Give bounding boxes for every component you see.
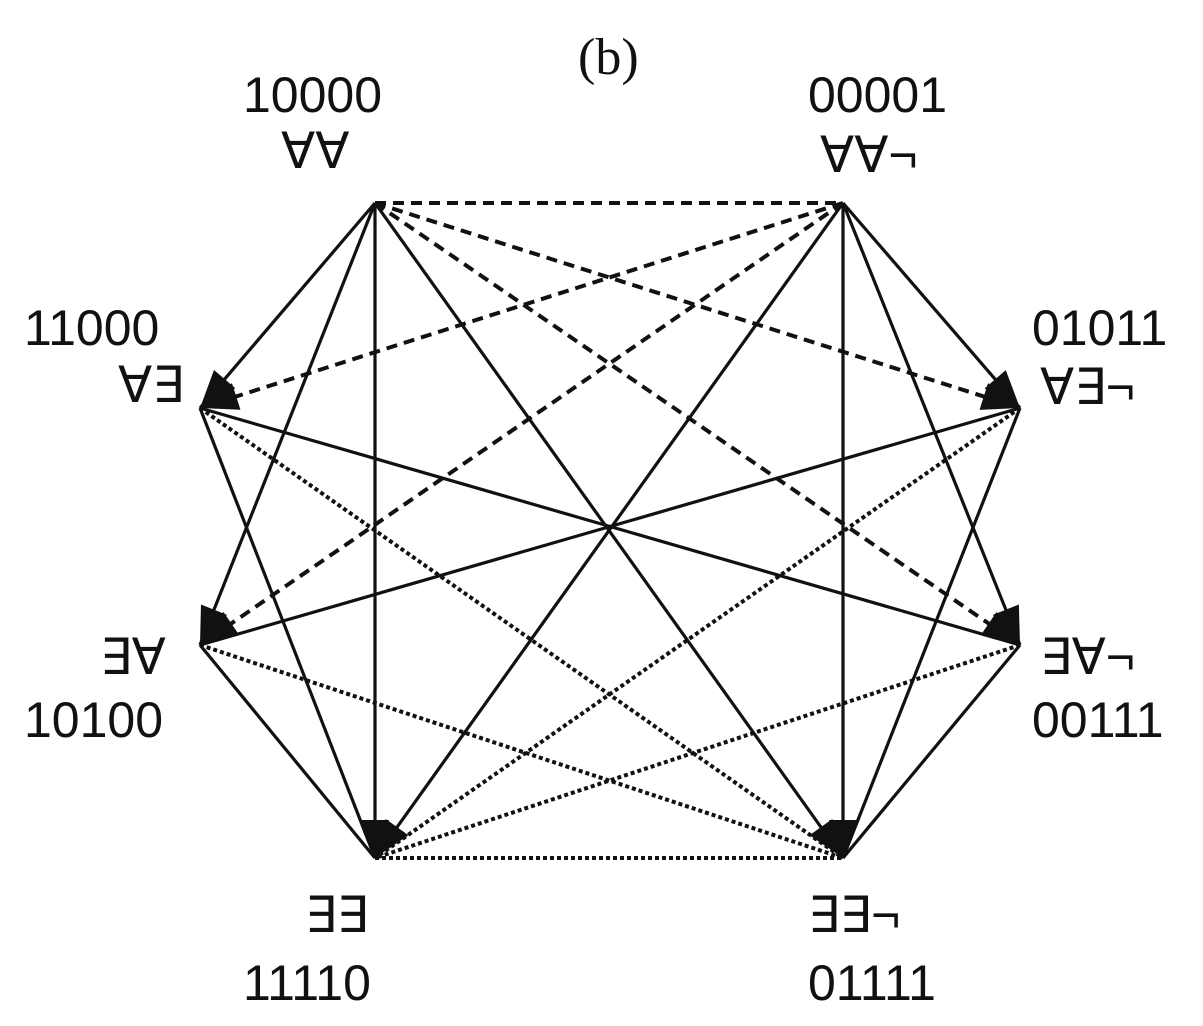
node-code-C: 11000 — [24, 300, 160, 356]
edge-solid-F-H — [841, 643, 1022, 860]
edge-dashed-A-F — [373, 201, 1022, 647]
edge-solid-A-H — [373, 202, 845, 859]
edge-solid-B-D — [841, 201, 1022, 410]
edge-dotted-C-H — [198, 406, 845, 860]
edge-dotted-D-G — [373, 406, 1022, 860]
edge-dashed-A-D — [374, 201, 1021, 410]
figure-title: (b) — [578, 29, 639, 86]
edge-solid-C-G — [198, 407, 377, 859]
node-quant-E: ∃∀ — [100, 629, 166, 685]
node-code-D: 01011 — [1032, 300, 1168, 356]
arrowhead — [829, 820, 857, 858]
edge-solid-B-F — [841, 202, 1022, 646]
arrowhead — [979, 383, 1020, 410]
node-code-G: 11110 — [243, 955, 371, 1011]
node-code-B: 00001 — [808, 67, 948, 123]
node-code-A: 10000 — [243, 67, 383, 123]
edge-dotted-F-G — [374, 643, 1021, 860]
node-quant-B: ∀∀¬ — [820, 127, 918, 183]
node-quant-D: ∀∃¬ — [1040, 359, 1135, 415]
arrowhead — [984, 370, 1020, 408]
arrowhead — [980, 611, 1020, 645]
arrowhead — [200, 604, 228, 645]
edge-solid-A-E — [198, 202, 377, 646]
node-quant-F: ∃∀¬ — [1040, 629, 1135, 685]
node-code-F: 00111 — [1032, 692, 1164, 748]
edge-dashed-B-C — [199, 201, 844, 410]
node-code-H: 01111 — [808, 955, 936, 1011]
edge-dashed-B-E — [198, 201, 845, 647]
edge-solid-D-H — [841, 407, 1022, 859]
edge-dotted-E-H — [199, 643, 844, 860]
node-quant-C: ∀∃ — [118, 357, 184, 413]
node-quant-G: ∃∃ — [305, 887, 369, 943]
node-quant-H: ∃∃¬ — [808, 887, 901, 943]
arrowhead — [375, 818, 409, 858]
node-code-E: 10100 — [24, 692, 164, 748]
arrowhead — [992, 604, 1020, 645]
edge-solid-E-G — [198, 643, 377, 860]
edge-solid-A-C — [198, 201, 377, 410]
arrowhead — [361, 820, 389, 858]
arrowhead — [200, 370, 236, 408]
node-quant-A: ∀∀ — [281, 123, 350, 179]
arrowhead — [200, 611, 240, 645]
arrowhead — [200, 383, 241, 410]
